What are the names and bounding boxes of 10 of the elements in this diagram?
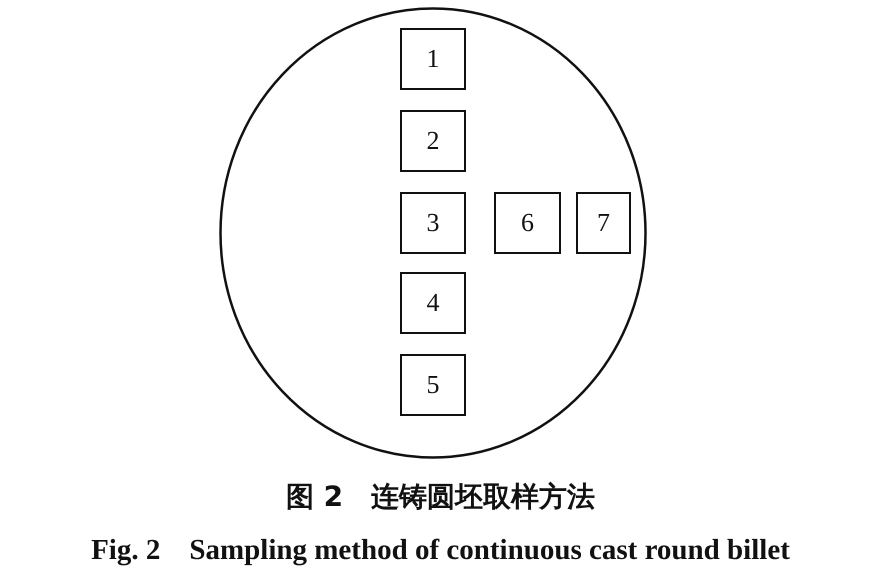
- sample-box: 6: [494, 192, 561, 254]
- circle-outline: [219, 7, 647, 459]
- sample-box: 1: [400, 28, 466, 90]
- sample-box: 3: [400, 192, 466, 254]
- sample-box: 5: [400, 354, 466, 416]
- figure-caption: 图 2 连铸圆坯取样方法: [284, 479, 596, 515]
- figure-caption: Fig. 2 Sampling method of continuous cast round billet: [90, 533, 791, 568]
- sample-box: 7: [576, 192, 631, 254]
- sample-box: 4: [400, 272, 466, 334]
- sample-box: 2: [400, 110, 466, 172]
